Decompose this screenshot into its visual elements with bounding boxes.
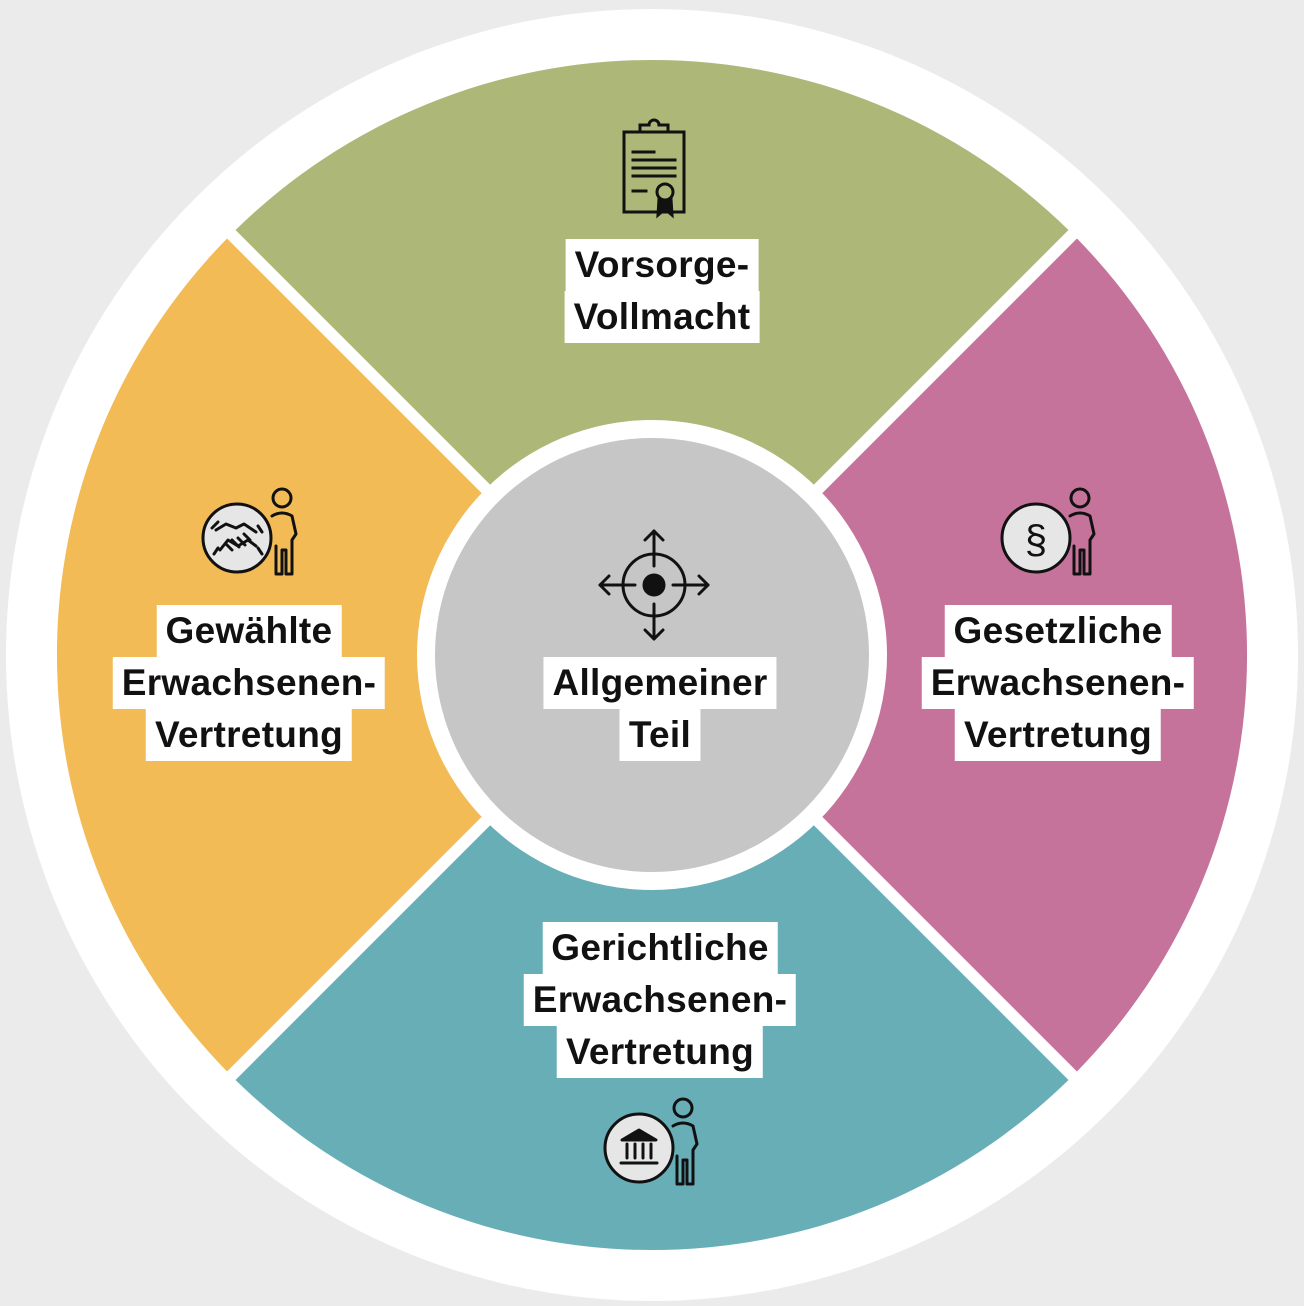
label-center-line-2: Teil: [619, 709, 701, 761]
label-right-line-3: Vertretung: [954, 709, 1162, 761]
label-top: Vorsorge- Vollmacht: [564, 239, 760, 343]
label-top-line-2: Vollmacht: [564, 291, 760, 343]
clipboard-certificate-icon: [622, 118, 686, 219]
courthouse-person-icon: [603, 1097, 699, 1186]
segment-left: [56, 238, 648, 1072]
label-right-line-2: Erwachsenen-: [921, 657, 1195, 709]
label-left: Gewählte Erwachsenen- Vertretung: [112, 605, 386, 761]
label-bottom: Gerichtliche Erwachsenen- Vertretung: [523, 922, 797, 1078]
label-center-line-1: Allgemeiner: [543, 657, 777, 709]
paragraph-person-icon: §: [1000, 487, 1096, 576]
segment-top: [235, 59, 1069, 651]
handshake-person-icon: [201, 487, 298, 576]
paragraph-symbol: §: [1025, 518, 1047, 562]
label-left-line-3: Vertretung: [145, 709, 353, 761]
label-bottom-line-1: Gerichtliche: [542, 922, 778, 974]
label-right-line-1: Gesetzliche: [944, 605, 1172, 657]
label-right: Gesetzliche Erwachsenen- Vertretung: [921, 605, 1195, 761]
label-left-line-1: Gewählte: [156, 605, 342, 657]
center-circle: [435, 438, 869, 872]
label-center: Allgemeiner Teil: [543, 657, 777, 761]
label-bottom-line-2: Erwachsenen-: [523, 974, 797, 1026]
crosshair-arrows-icon: [598, 529, 710, 641]
label-left-line-2: Erwachsenen-: [112, 657, 386, 709]
label-top-line-1: Vorsorge-: [565, 239, 759, 291]
label-bottom-line-3: Vertretung: [556, 1026, 764, 1078]
